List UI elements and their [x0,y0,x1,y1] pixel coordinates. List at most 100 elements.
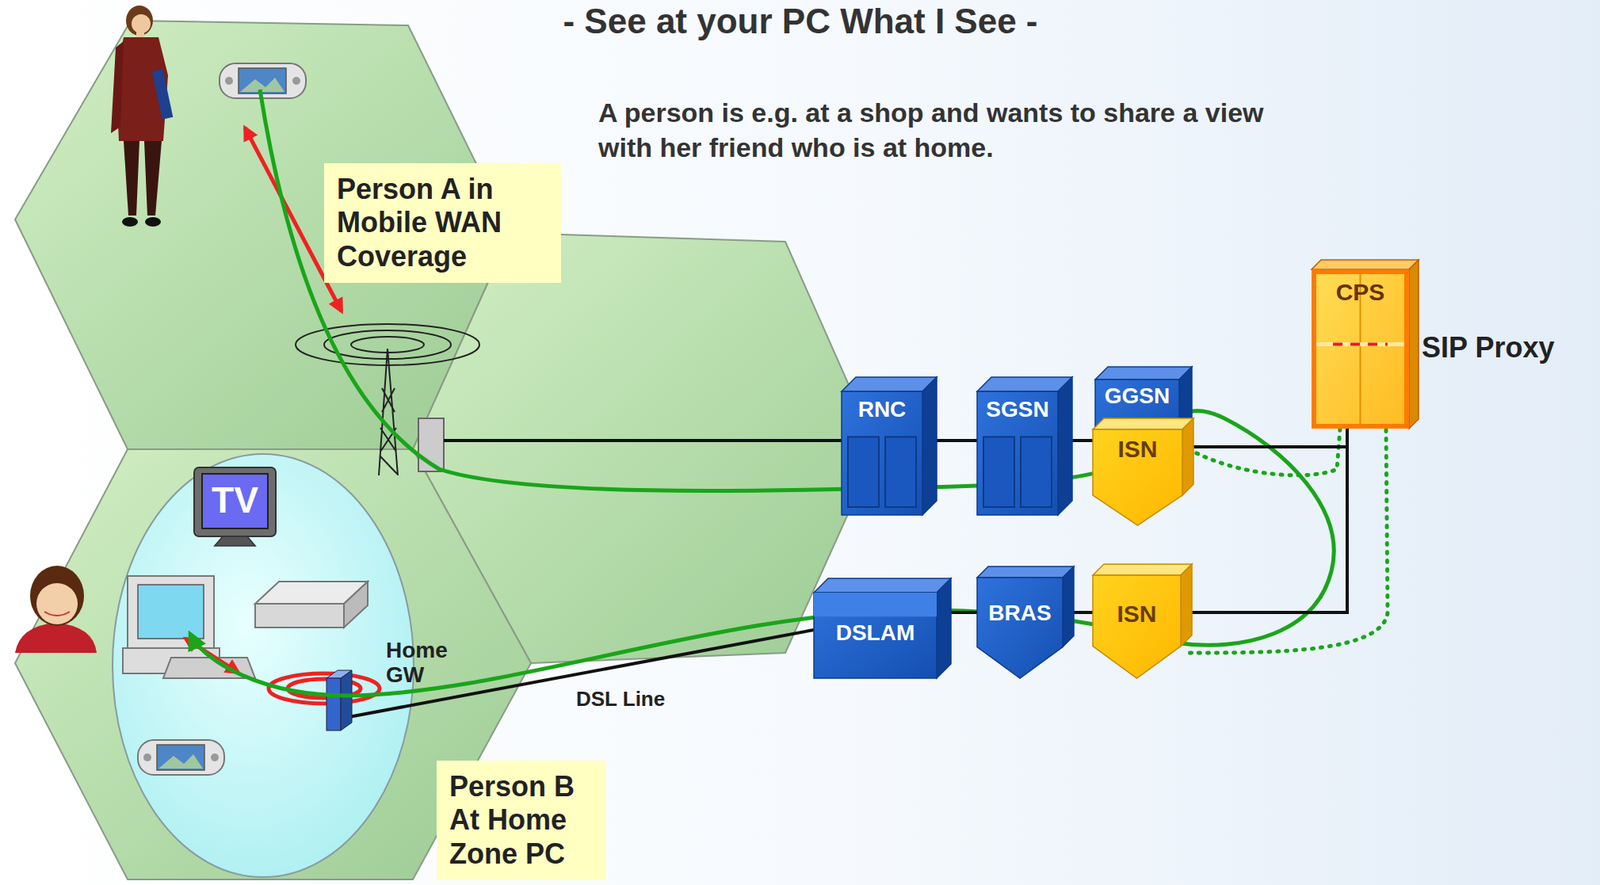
network-link [1193,428,1348,447]
tv-set: TV [194,467,276,547]
home-pc [127,576,214,649]
network-node: DSLAM [813,578,951,679]
set-top-box [343,581,368,628]
media-flow [190,89,1334,696]
text-area: CPSSIP Proxy [1311,278,1410,306]
home-gateway [326,678,341,731]
shape-face [214,536,256,547]
shape-face [936,578,951,679]
person-a-figure [110,41,124,134]
person-a-figure [152,68,174,120]
set-top-box [255,581,368,628]
node-label: DSLAM [836,621,916,646]
callout-box: Person A in Mobile WAN Coverage [324,163,562,283]
node-label: CPS [1336,278,1386,306]
service-node-outline [1092,418,1194,526]
shape-face [1092,575,1181,679]
node-label: BRAS [988,601,1051,627]
line-label: DSL Line [576,687,735,711]
shape-face [1092,564,1192,576]
shape-face [1409,259,1419,429]
shape-face [1311,259,1419,270]
person-a-figure [122,217,138,227]
shape-face [1095,366,1192,380]
door-line [1332,343,1388,347]
text-area: BRAS [977,601,1063,627]
node-label: Person B At Home Zone PC [449,770,594,871]
home-pc [137,584,204,639]
shape-face [1062,566,1074,648]
shape-face [841,391,923,516]
mobile-phone [219,63,306,99]
text-area: GGSN [1095,384,1180,409]
service-node: ISN [1092,418,1194,526]
shape-face [983,436,1015,508]
network-node: RNC [841,377,937,516]
home-phone [137,740,225,776]
shape-face [1313,271,1407,427]
shape-face [1020,436,1052,508]
door-line [1316,342,1405,347]
shape-face [1092,418,1194,430]
diagram-title: - See at your PC What I See - [396,1,1205,42]
shape-face [1057,377,1073,516]
network-node: BRAS [977,566,1074,679]
shape-face [977,391,1058,516]
set-top-box [255,603,344,628]
home-zone [112,454,414,878]
shape-face [977,577,1063,679]
base-station [295,324,842,476]
text-area: RNC [841,397,923,423]
network-link [1072,439,1093,443]
shape-face [1092,429,1183,526]
shape-face [813,592,937,679]
person-b-figure [36,583,78,625]
text-area: TV [194,480,276,521]
proxy-server: CPSSIP Proxy [1311,259,1419,429]
shape-face [847,436,879,508]
text-area: Person A in Mobile WAN Coverage [336,172,549,274]
network-link [1191,428,1348,613]
shape-face [202,473,268,529]
text-area: SGSN [977,397,1058,423]
home-gateway [340,670,352,731]
person-a-figure [136,31,145,39]
node-label: ISN [1117,435,1158,463]
node-label: TV [211,480,259,521]
network-link [936,439,978,443]
device-label: Home GW [385,638,466,688]
dsl-line [348,630,814,718]
callout-box: Person B At Home Zone PC [436,760,607,881]
shape-face [813,592,937,617]
person-a-figure [110,5,173,227]
shape-face [841,377,937,392]
home-zone [112,454,414,878]
person-a-figure [131,14,151,34]
shape-face [1182,418,1194,496]
home-pc [122,576,256,679]
shape-face [885,436,917,508]
text-area: ISN [1092,600,1181,627]
node-heading: SIP Proxy [1421,331,1555,365]
node-label: SGSN [985,397,1049,423]
person-a-figure [145,217,161,227]
shape-face [977,566,1074,578]
media-flow [190,89,1334,696]
dsl-line [348,630,814,718]
base-station [378,348,398,476]
shape-face [194,467,276,537]
network-link [950,610,978,615]
scenario-note: A person is e.g. at a shop and wants to … [598,95,1280,165]
person-b-figure [44,611,70,616]
node-label: ISN [1116,600,1157,627]
node-label: RNC [858,397,907,423]
person-b-figure [15,622,97,653]
text-area: ISN [1092,435,1183,463]
node-label: Person A in Mobile WAN Coverage [336,172,549,274]
shape-face [977,377,1073,392]
person-a-figure [144,141,162,216]
text-area: DSLAM [813,621,937,646]
service-node: ISN [1092,564,1192,679]
text-area: Person B At Home Zone PC [449,770,594,871]
